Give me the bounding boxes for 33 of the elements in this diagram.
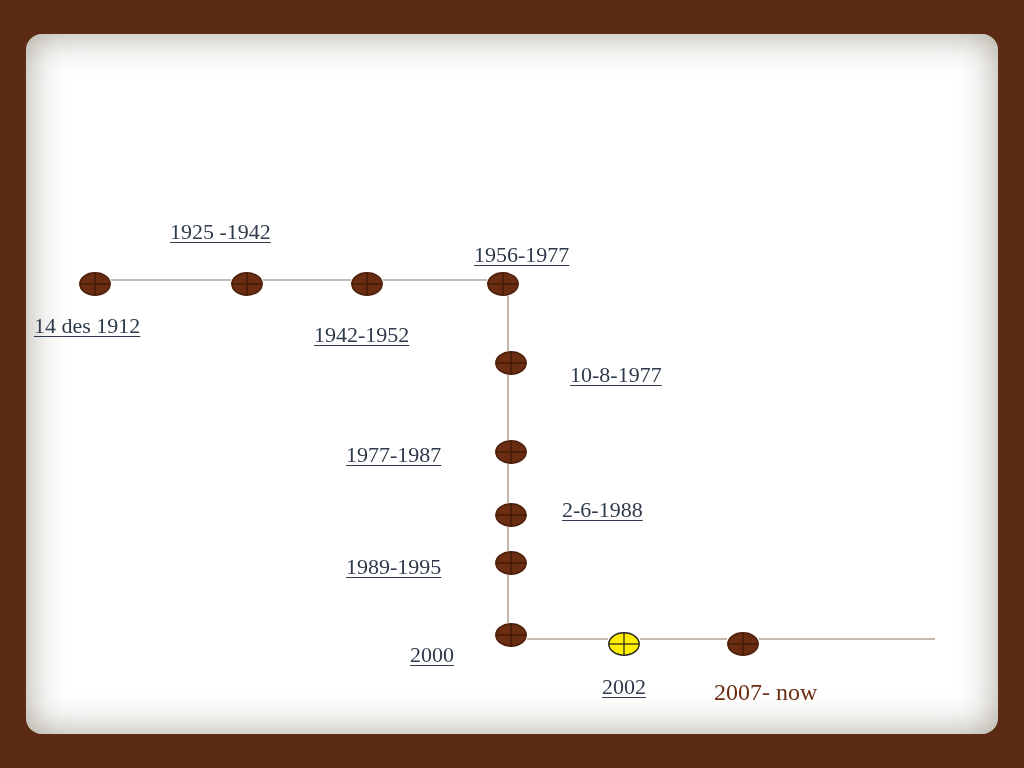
date-label: 2007- now (714, 680, 818, 704)
timeline-marker (495, 503, 527, 527)
timeline-marker (351, 272, 383, 296)
date-link: 1956-1977 (474, 244, 570, 266)
timeline-line (382, 279, 488, 281)
date-link: 2000 (410, 644, 454, 666)
timeline-marker (495, 551, 527, 575)
date-link: 2-6-1988 (562, 499, 643, 521)
date-link: 14 des 1912 (34, 315, 141, 337)
timeline-marker (231, 272, 263, 296)
timeline-marker (79, 272, 111, 296)
date-link: 2002 (602, 676, 646, 698)
timeline-line (507, 526, 509, 552)
date-link: 1942-1952 (314, 324, 410, 346)
timeline-marker (727, 632, 759, 656)
date-link: 10-8-1977 (570, 364, 662, 386)
date-link: 1989-1995 (346, 556, 442, 578)
date-link: 1925 -1942 (170, 221, 271, 243)
timeline-line (110, 279, 232, 281)
timeline-marker (495, 623, 527, 647)
timeline-line (507, 295, 509, 352)
timeline-line (507, 374, 509, 441)
timeline-line (639, 638, 728, 640)
timeline-marker (487, 272, 519, 296)
timeline-line (507, 574, 509, 624)
timeline-line (507, 463, 509, 504)
timeline-line (526, 638, 609, 640)
timeline-line (262, 279, 352, 281)
date-link: 1977-1987 (346, 444, 442, 466)
timeline-marker (608, 632, 640, 656)
timeline-line (758, 638, 936, 640)
timeline-marker (495, 440, 527, 464)
timeline-marker (495, 351, 527, 375)
